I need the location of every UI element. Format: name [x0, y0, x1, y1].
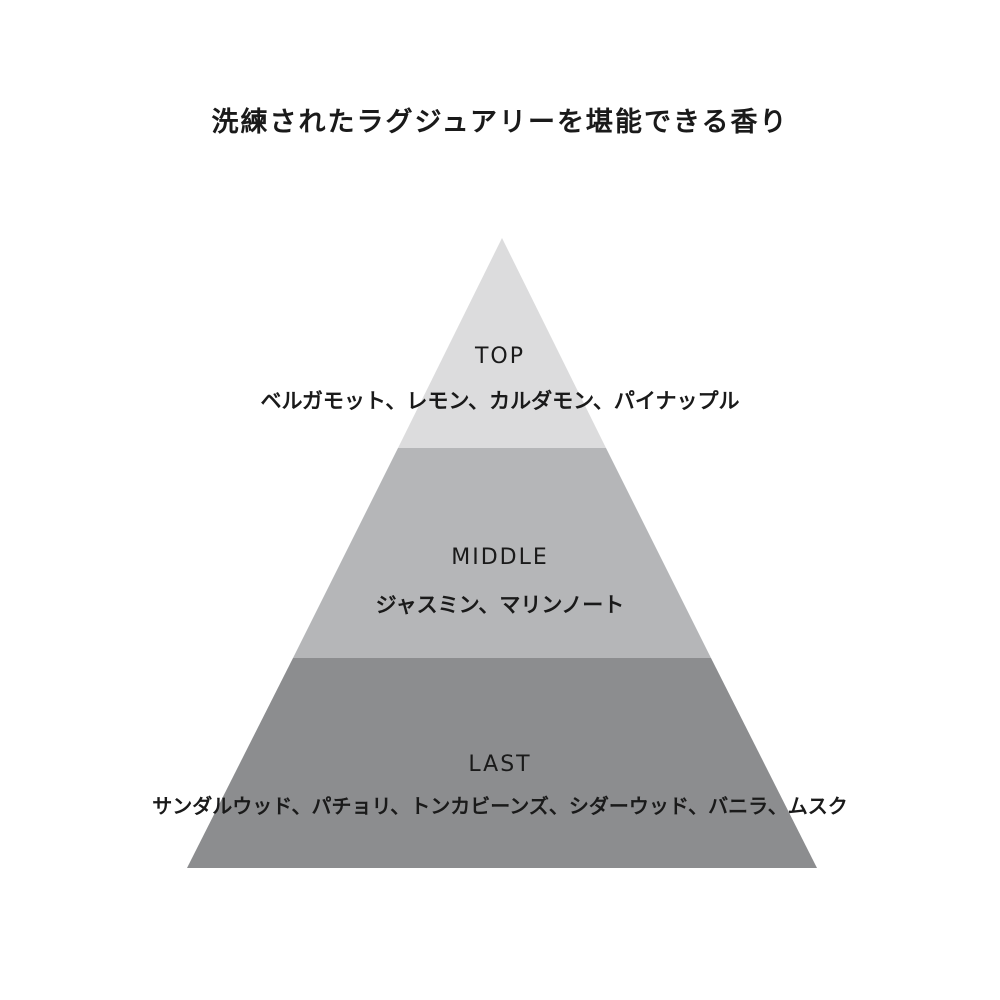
top-tier-label: TOP [474, 344, 526, 369]
pyramid-tier-middle [293, 448, 711, 658]
top-tier-notes: ベルガモット、レモン、カルダモン、パイナップル [260, 389, 740, 413]
last-tier-notes: サンダルウッド、パチョリ、トンカビーンズ、シダーウッド、バニラ、ムスク [152, 794, 848, 818]
page-title: 洗練されたラグジュアリーを堪能できる香り [211, 107, 789, 138]
middle-tier-notes: ジャスミン、マリンノート [375, 593, 625, 617]
middle-tier-label: MIDDLE [451, 545, 549, 570]
pyramid-tier-last [187, 658, 817, 868]
pyramid-tier-top [398, 238, 606, 448]
last-tier-label: LAST [468, 752, 532, 777]
